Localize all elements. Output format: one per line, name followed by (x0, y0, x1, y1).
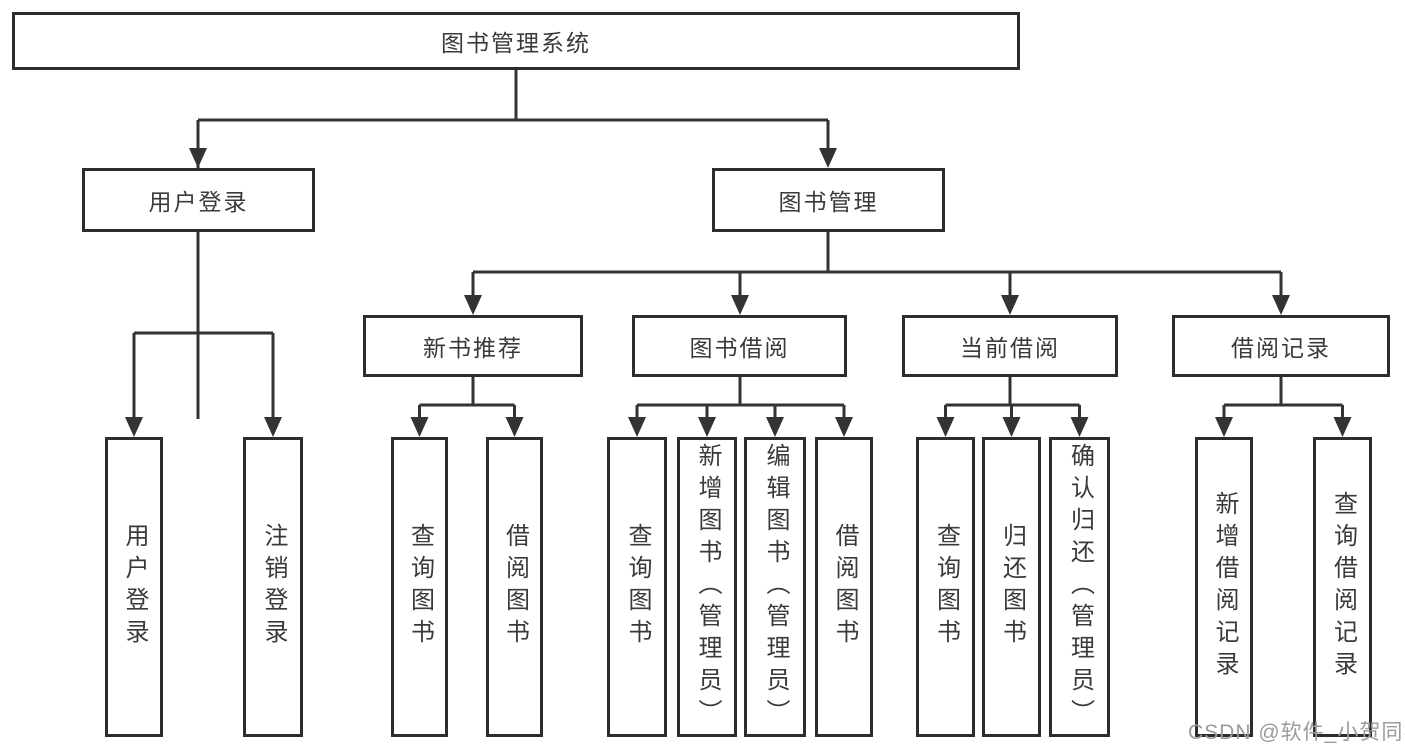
arrow-down-icon (125, 417, 143, 437)
node-borrow-record: 借阅记录 (1172, 315, 1390, 377)
arrow-down-icon (1001, 295, 1019, 315)
edge-book-manage-to-level3 (471, 232, 1283, 297)
node-leaf-query-borrow-record: 查询借阅记录 (1313, 437, 1372, 737)
node-leaf-logout: 注销登录 (243, 437, 303, 737)
node-leaf-query-book-current-label: 查询图书 (932, 523, 960, 651)
arrow-down-icon (766, 417, 784, 437)
node-leaf-borrow-book: 借阅图书 (815, 437, 873, 737)
node-leaf-add-borrow-record-label: 新增借阅记录 (1211, 491, 1238, 683)
node-user-login: 用户登录 (82, 168, 315, 232)
arrow-down-icon (819, 148, 837, 168)
node-leaf-add-borrow-record: 新增借阅记录 (1195, 437, 1253, 737)
arrow-down-icon (264, 417, 282, 437)
edge-book-borrow-to-leaves (635, 377, 846, 419)
node-leaf-confirm-return-admin-label: 确认归还（管理员） (1066, 443, 1094, 731)
node-new-book-recommend: 新书推荐 (363, 315, 583, 377)
arrow-down-icon (835, 417, 853, 437)
node-leaf-query-book-recommend-label: 查询图书 (406, 523, 434, 651)
node-leaf-user-login-label: 用户登录 (121, 523, 148, 651)
node-book-borrow: 图书借阅 (632, 315, 847, 377)
edge-new-book-recommend-to-leaves (418, 377, 516, 419)
arrow-down-icon (731, 295, 749, 315)
arrow-down-icon (936, 417, 955, 437)
node-leaf-borrow-book-recommend-label: 借阅图书 (501, 523, 529, 651)
csdn-watermark: CSDN @软件_小贺同学 (1188, 721, 1405, 744)
node-leaf-logout-label: 注销登录 (260, 523, 287, 651)
arrow-down-icon (1333, 417, 1352, 437)
edge-current-borrow-to-leaves (944, 377, 1081, 419)
node-leaf-confirm-return-admin: 确认归还（管理员） (1049, 437, 1110, 737)
node-leaf-borrow-book-label: 借阅图书 (831, 523, 858, 651)
arrow-down-icon (189, 148, 207, 168)
edge-user-login-to-leaves (132, 232, 275, 419)
arrow-down-icon (698, 417, 716, 437)
arrow-down-icon (410, 417, 429, 437)
node-leaf-query-book-recommend: 查询图书 (391, 437, 448, 737)
node-leaf-edit-book-admin-label: 编辑图书（管理员） (762, 443, 789, 731)
node-current-borrow: 当前借阅 (902, 315, 1118, 377)
arrow-down-icon (1002, 417, 1021, 437)
node-leaf-return-book: 归还图书 (982, 437, 1041, 737)
node-leaf-borrow-book-recommend: 借阅图书 (486, 437, 543, 737)
arrow-down-icon (505, 417, 524, 437)
node-leaf-query-borrow-record-label: 查询借阅记录 (1329, 491, 1357, 683)
node-book-management-system: 图书管理系统 (12, 12, 1020, 70)
node-leaf-query-book-current: 查询图书 (916, 437, 975, 737)
node-book-management: 图书管理 (712, 168, 945, 232)
arrow-down-icon (1272, 295, 1290, 315)
arrow-down-icon (1215, 417, 1233, 437)
node-leaf-user-login: 用户登录 (105, 437, 163, 737)
arrow-down-icon (464, 295, 482, 315)
node-leaf-query-book-borrow: 查询图书 (607, 437, 667, 737)
node-leaf-return-book-label: 归还图书 (998, 523, 1026, 651)
node-leaf-add-book-admin: 新增图书（管理员） (677, 437, 737, 737)
arrow-down-icon (628, 417, 646, 437)
node-leaf-query-book-borrow-label: 查询图书 (624, 523, 651, 651)
node-leaf-edit-book-admin: 编辑图书（管理员） (744, 437, 806, 737)
node-leaf-add-book-admin-label: 新增图书（管理员） (694, 443, 721, 731)
arrow-down-icon (1070, 417, 1089, 437)
edge-borrow-record-to-leaves (1222, 377, 1344, 419)
